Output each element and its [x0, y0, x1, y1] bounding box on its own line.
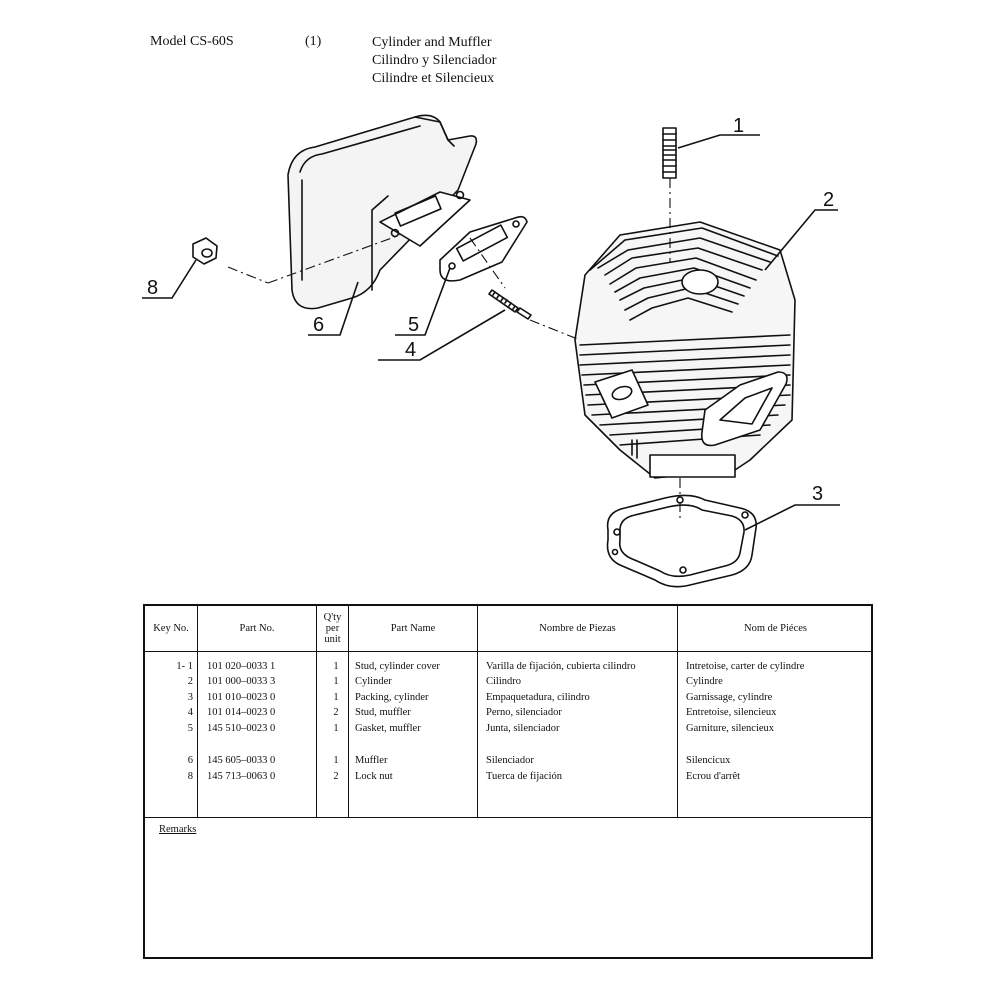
- header-key-no: Key No.: [153, 623, 189, 634]
- table-row: 2 101 000–0033 3 1 Cylinder Cilindro Cyl…: [187, 676, 723, 687]
- muffler-drawing: [287, 114, 478, 310]
- header-part-name: Part Name: [390, 623, 436, 634]
- callout-3: 3: [812, 483, 823, 505]
- callout-1: 1: [733, 115, 744, 137]
- table-row: 8 145 713–0063 0 2 Lock nut Tuerca de fi…: [187, 771, 741, 782]
- cylinder-drawing: [574, 221, 796, 479]
- header-nombre-piezas: Nombre de Piezas: [539, 623, 616, 634]
- table-row: 1- 1 101 020–0033 1 1 Stud, cylinder cov…: [176, 661, 805, 672]
- title-english: Cylinder and Muffler: [372, 35, 492, 50]
- table-row: 5 145 510–0023 0 1 Gasket, muffler Junta…: [187, 723, 775, 734]
- table-row: 6 145 605–0033 0 1 Muffler Silenciador S…: [187, 755, 731, 766]
- table-row: 3 101 010–0023 0 1 Packing, cylinder Emp…: [187, 692, 773, 703]
- cylinder-packing-drawing: [606, 494, 757, 588]
- callout-5: 5: [408, 314, 419, 336]
- muffler-gasket-drawing: [439, 215, 528, 282]
- title-spanish: Cilindro y Silenciador: [372, 53, 497, 68]
- callout-4: 4: [405, 339, 416, 361]
- callout-6: 6: [313, 314, 324, 336]
- muffler-stud-drawing: [488, 289, 532, 320]
- exploded-parts-diagram: 1 2 3 4 5 6 8: [142, 114, 840, 588]
- table-row: 4 101 014–0023 0 2 Stud, muffler Perno, …: [187, 707, 777, 718]
- header-part-no: Part No.: [239, 623, 275, 634]
- section-number: (1): [305, 34, 322, 49]
- callout-2: 2: [823, 189, 834, 211]
- section-titles: Cylinder and Muffler Cilindro y Silencia…: [372, 34, 496, 88]
- header-nom-pieces: Nom de Piéces: [744, 623, 807, 634]
- title-french: Cilindre et Silencieux: [372, 71, 495, 86]
- remarks-label: Remarks: [159, 824, 197, 835]
- model-label: Model CS-60S: [150, 34, 234, 49]
- header-qty: Q'ty per unit: [323, 612, 342, 645]
- callout-8: 8: [147, 277, 158, 299]
- cylinder-stud-drawing: [662, 127, 677, 179]
- lock-nut-drawing: [192, 237, 218, 265]
- parts-table: Key No. Part No. Q'ty per unit Part Name…: [143, 604, 873, 959]
